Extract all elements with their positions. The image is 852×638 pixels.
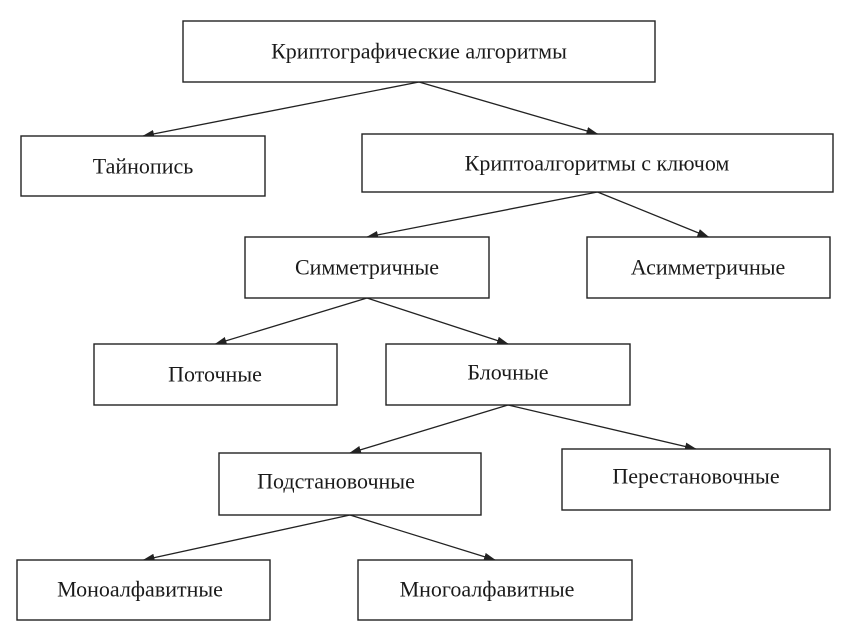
arrow-line xyxy=(418,81,599,135)
arrow-line xyxy=(349,514,496,561)
arrow-line xyxy=(507,404,697,451)
edge-block-to-transposition xyxy=(507,404,697,451)
arrow-line xyxy=(366,191,598,239)
node-keyed: Криптоалгоритмы с ключом xyxy=(361,133,834,193)
edge-block-to-substitution xyxy=(349,404,509,454)
arrow-line xyxy=(597,191,710,238)
edges-layer xyxy=(142,81,710,562)
node-block: Блочные xyxy=(385,343,631,406)
node-transposition-label: Перестановочные xyxy=(612,464,779,489)
node-asymmetric: Асимметричные xyxy=(586,236,831,299)
arrow-line xyxy=(214,297,368,345)
arrow-line xyxy=(366,297,509,345)
edge-root-to-secret_writing xyxy=(142,81,420,138)
node-block-label: Блочные xyxy=(467,360,548,385)
node-substitution-label: Подстановочные xyxy=(257,469,415,494)
node-polyalphabetic-label: Многоалфавитные xyxy=(400,577,575,602)
arrow-line xyxy=(349,404,509,454)
edge-root-to-keyed xyxy=(418,81,599,135)
arrow-line xyxy=(142,81,420,138)
edge-keyed-to-symmetric xyxy=(366,191,598,239)
edge-keyed-to-asymmetric xyxy=(597,191,710,238)
node-root: Криптографические алгоритмы xyxy=(182,20,656,83)
node-secret-writing: Тайнопись xyxy=(20,135,266,197)
edge-substitution-to-monoalphabetic xyxy=(142,514,351,562)
node-asymmetric-label: Асимметричные xyxy=(631,255,786,280)
node-stream: Поточные xyxy=(93,343,338,406)
node-stream-label: Поточные xyxy=(168,362,262,387)
edge-symmetric-to-block xyxy=(366,297,509,345)
node-keyed-label: Криптоалгоритмы с ключом xyxy=(465,151,730,176)
node-polyalphabetic: Многоалфавитные xyxy=(357,559,633,621)
node-transposition: Перестановочные xyxy=(561,448,831,511)
edge-substitution-to-polyalphabetic xyxy=(349,514,496,561)
node-substitution: Подстановочные xyxy=(218,452,482,516)
node-secret-writing-label: Тайнопись xyxy=(93,154,194,179)
node-root-label: Криптографические алгоритмы xyxy=(271,39,567,64)
node-monoalphabetic: Моноалфавитные xyxy=(16,559,271,621)
edge-symmetric-to-stream xyxy=(214,297,368,345)
node-monoalphabetic-label: Моноалфавитные xyxy=(57,577,223,602)
node-symmetric-label: Симметричные xyxy=(295,255,439,280)
arrow-line xyxy=(142,514,351,562)
node-symmetric: Симметричные xyxy=(244,236,490,299)
